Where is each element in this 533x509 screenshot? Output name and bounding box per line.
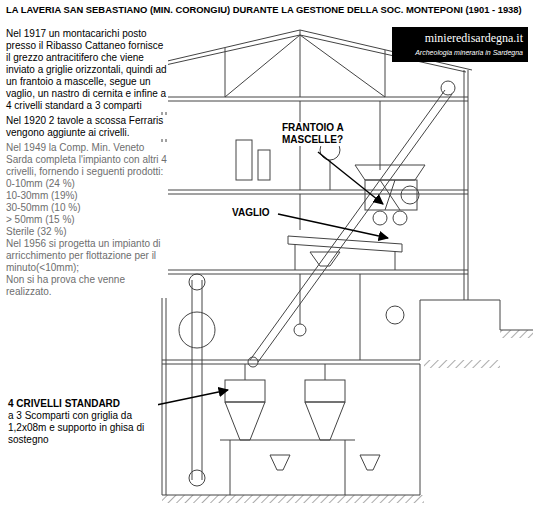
- drawing-stroke: [230, 440, 231, 495]
- drawing-stroke: [424, 360, 500, 368]
- site-tagline: Archeologia mineraria in Sardegna: [397, 48, 523, 58]
- drawing-stroke: [270, 455, 290, 470]
- drawing-stroke: [300, 30, 301, 97]
- drawing-stroke: [294, 324, 306, 336]
- drawing-stroke: [202, 280, 203, 480]
- drawing-stroke: [464, 70, 465, 300]
- drawing-stroke: [258, 150, 270, 180]
- drawing-stroke: [318, 152, 383, 204]
- drawing-stroke: [464, 300, 533, 330]
- part-label: VAGLIO: [232, 207, 270, 219]
- part-label: a 3 Scomparti con griglia da 1,2x08m e s…: [8, 410, 158, 446]
- drawing-stroke: [500, 330, 533, 338]
- drawing-stroke: [225, 380, 265, 402]
- drawing-stroke: [162, 495, 424, 503]
- drawing-stroke: [441, 81, 455, 95]
- history-note: Nel 1949 la Comp. Min. Veneto Sarda comp…: [6, 142, 168, 178]
- drawing-stroke: [162, 364, 420, 365]
- drawing-stroke: [162, 101, 468, 102]
- history-note: Non si ha prova che venne realizzato.: [6, 274, 168, 298]
- drawing-stroke: [420, 300, 464, 360]
- history-note: Nel 1920 2 tavole a scossa Ferraris veng…: [6, 115, 168, 139]
- site-name: minieredisardegna.it: [397, 31, 523, 46]
- drawing-stroke: [360, 274, 361, 360]
- drawing-stroke: [250, 90, 445, 360]
- drawing-stroke: [401, 186, 419, 204]
- drawing-stroke: [385, 50, 386, 97]
- history-note: 0-10mm (24 %): [6, 178, 168, 190]
- drawing-stroke: [179, 312, 215, 348]
- drawing-stroke: [345, 440, 346, 495]
- drawing-stroke: [192, 280, 193, 480]
- drawing-stroke: [360, 455, 380, 470]
- notes-column: Nel 1917 un montacarichi posto presso il…: [6, 28, 168, 298]
- drawing-stroke: [162, 360, 420, 361]
- drawing-stroke: [420, 364, 421, 495]
- drawing-stroke: [225, 48, 226, 97]
- drawing-stroke: [385, 180, 395, 210]
- drawing-stroke: [162, 274, 468, 275]
- drawing-stroke: [468, 70, 469, 300]
- drawing-stroke: [162, 194, 468, 195]
- drawing-stroke: [189, 470, 205, 486]
- history-note: 10-30mm (19%): [6, 190, 168, 202]
- drawing-stroke: [146, 30, 533, 495]
- drawing-stroke: [142, 152, 388, 408]
- drawing-stroke: [330, 160, 331, 190]
- drawing-stroke: [325, 364, 326, 380]
- watermark-box: minieredisardegna.itArcheologia minerari…: [392, 27, 528, 62]
- crivelli-note: 4 CRIVELLI STANDARDa 3 Scomparti con gri…: [8, 398, 158, 446]
- drawing-stroke: [189, 274, 205, 290]
- drawing-stroke: [305, 402, 345, 440]
- drawing-stroke: [380, 101, 381, 170]
- drawing-stroke: [225, 402, 265, 440]
- drawing-stroke: [162, 97, 468, 98]
- drawing-stroke: [288, 236, 402, 252]
- history-note: Nel 1917 un montacarichi posto presso il…: [6, 28, 168, 112]
- drawing-stroke: [258, 94, 452, 362]
- part-label: FRANTOIO A MASCELLE?: [282, 122, 346, 146]
- title: LA LAVERIA SAN SEBASTIANO (MIN. CORONGIU…: [6, 4, 522, 16]
- drawing-stroke: [236, 140, 252, 180]
- drawing-stroke: [220, 440, 355, 441]
- drawing-stroke: [248, 357, 258, 367]
- drawing-stroke: [305, 380, 345, 402]
- drawing-stroke: [380, 180, 400, 210]
- drawing-stroke: [310, 252, 340, 266]
- history-note: Nel 1956 si progetta un impianto di arri…: [6, 238, 168, 274]
- drawing-stroke: [245, 364, 246, 380]
- drawing-stroke: [373, 211, 387, 225]
- part-label: 4 CRIVELLI STANDARD: [8, 398, 158, 410]
- drawing-stroke: [300, 274, 301, 324]
- drawing-stroke: [295, 244, 296, 270]
- drawing-stroke: [393, 211, 407, 225]
- history-note: Sterile (32 %): [6, 226, 168, 238]
- drawing-stroke: [162, 190, 468, 191]
- drawing-stroke: [395, 251, 396, 270]
- drawing-stroke: [300, 194, 301, 230]
- drawing-stroke: [386, 306, 404, 324]
- drawing-stroke: [225, 35, 300, 97]
- drawing-stroke: [278, 214, 388, 238]
- drawing-stroke: [300, 35, 385, 97]
- history-note: 30-50mm (10 %): [6, 202, 168, 214]
- history-note: > 50mm (15 %): [6, 214, 168, 226]
- drawing-stroke: [355, 165, 425, 180]
